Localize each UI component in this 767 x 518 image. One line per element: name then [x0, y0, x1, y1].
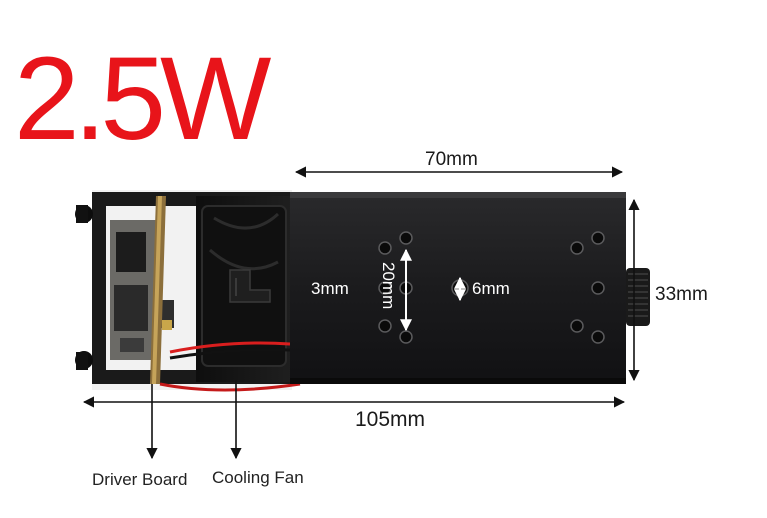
driver-board-internals: [110, 220, 174, 360]
spacing-20mm-label: 20mm: [379, 262, 398, 310]
cooling-fan-caption: Cooling Fan: [212, 468, 304, 487]
wires: [159, 341, 301, 392]
focus-knob: [626, 268, 650, 326]
driver-board-caption: Driver Board: [92, 470, 188, 489]
pcb-strip: [150, 196, 166, 384]
height-33-label: 33mm: [655, 284, 708, 305]
power-rating-title: 2.5W: [14, 33, 271, 165]
length-105-label: 105mm: [355, 408, 426, 431]
length-70-label: 70mm: [425, 149, 478, 170]
cooling-fan: [196, 196, 292, 382]
hole-3mm-label: 3mm: [311, 279, 349, 298]
hole-6mm-label: 6mm: [472, 279, 510, 298]
